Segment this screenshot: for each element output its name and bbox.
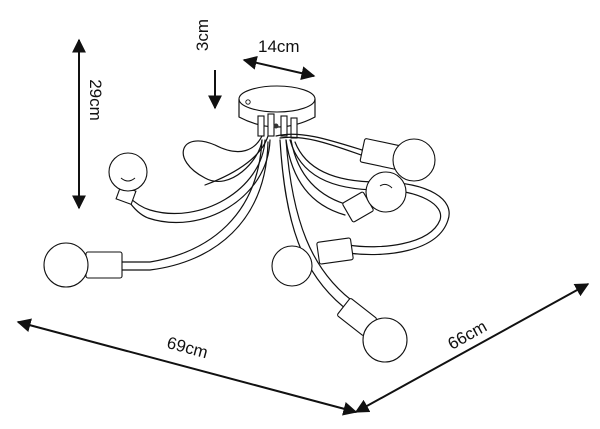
bulb-right-lower	[271, 245, 313, 287]
arm-left-lower	[121, 139, 263, 263]
width-label: 69cm	[165, 333, 210, 362]
lamp-illustration	[43, 85, 450, 363]
bulb-right-top	[392, 138, 436, 182]
bulb-left-upper	[108, 152, 148, 192]
bulb-right-mid	[365, 171, 407, 213]
bulb-left-lower	[43, 242, 89, 288]
canopy-diameter-dimension: 14cm	[242, 37, 316, 81]
arm-right-mid	[285, 139, 346, 216]
arm-upper-loop	[182, 135, 263, 182]
depth-arrow	[354, 283, 590, 413]
arm-right-wide	[289, 139, 442, 248]
width-dimension: 69cm	[16, 318, 358, 416]
canopy-diameter-arrow	[242, 55, 316, 81]
canopy-height-label: 3cm	[193, 19, 212, 51]
canopy	[238, 85, 316, 139]
canopy-diameter-label: 14cm	[258, 37, 300, 56]
height-dimension: 29cm	[72, 38, 105, 210]
arm-left-upper	[127, 139, 266, 215]
width-arrow	[16, 318, 358, 416]
socket-right-lower	[316, 237, 354, 265]
canopy-height-dimension: 3cm	[193, 19, 222, 110]
socket-left-lower	[85, 251, 123, 279]
height-label: 29cm	[86, 79, 105, 121]
bulb-front	[362, 317, 408, 363]
depth-label: 66cm	[445, 317, 491, 354]
arm-lower-front	[279, 139, 351, 313]
